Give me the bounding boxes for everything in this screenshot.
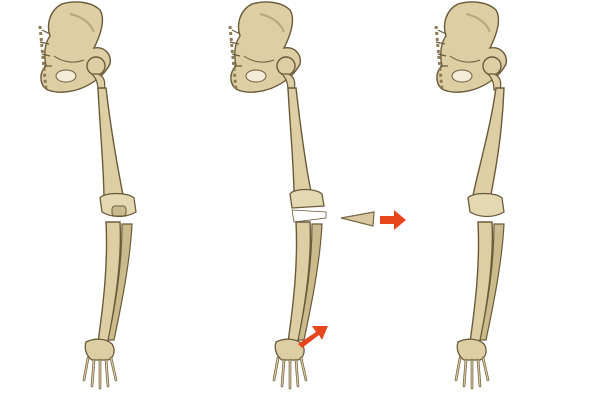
panel-corrected-leg — [436, 2, 506, 388]
removed-bone-wedge — [341, 212, 374, 226]
foot-bones — [456, 339, 488, 388]
femur-bone — [98, 88, 124, 200]
femur-bone — [288, 88, 312, 196]
cut-gap — [292, 210, 326, 222]
tibia-fibula — [288, 222, 322, 342]
panel-original-leg — [40, 2, 136, 388]
tibia-fibula — [98, 222, 132, 342]
femur-bone — [472, 88, 504, 200]
foot-bones — [84, 339, 116, 388]
wedge-removal-arrow — [380, 210, 406, 230]
tibia-fibula — [470, 222, 504, 342]
knee-cap — [112, 206, 126, 216]
knee-upper — [290, 190, 324, 209]
knee-joint — [468, 194, 504, 217]
panel-wedge-osteotomy — [230, 2, 326, 388]
